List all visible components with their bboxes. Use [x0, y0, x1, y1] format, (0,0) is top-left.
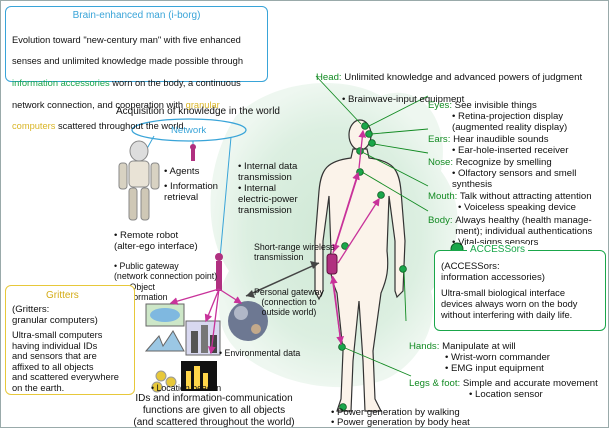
accessors-description: Ultra-small biological interface devices… [441, 288, 577, 320]
iborg-line2: senses and unlimited knowledge made poss… [12, 56, 243, 66]
iborg-link-accessories: information accessories [12, 78, 110, 88]
accessors-title: ACCESSors [467, 244, 528, 256]
gritters-description: Ultra-small computers having individual … [12, 330, 119, 394]
iborg-line5-rest: scattered throughout the world. [55, 121, 186, 131]
internal-power-label: • Internal electric-power transmission [238, 183, 298, 216]
iborg-line3-rest: worn on the body, a continuous [110, 78, 241, 88]
internal-data-label: • Internal data transmission [238, 161, 297, 183]
agent-antenna-icon [190, 144, 196, 161]
iborg-link-computers: computers [12, 121, 55, 131]
ids-functions-label: IDs and information-communication functi… [119, 393, 309, 428]
iborg-line1: Evolution toward "new-century man" with … [12, 35, 241, 45]
public-gateway-label: • Public gateway (network connection poi… [114, 261, 217, 281]
gritters-subtitle: (Gritters: granular computers) [12, 304, 98, 326]
gritters-box: Gritters (Gritters: granular computers) … [5, 285, 135, 395]
legs-label: Legs & foot: Simple and accurate movemen… [409, 367, 598, 411]
power-bodyheat-label: • Power generation by body heat [331, 417, 470, 428]
remote-robot-icon [119, 141, 159, 220]
gritters-title: Gritters [46, 290, 79, 302]
iborg-title: Brain-enhanced man (i-borg) [6, 10, 267, 22]
short-range-label: Short-range wireless transmission [254, 242, 335, 262]
accessors-box: ACCESSors (ACCESSors: information access… [434, 250, 606, 331]
environmental-data-label: • Environmental data [219, 348, 300, 359]
iborg-box: Brain-enhanced man (i-borg) Evolution to… [5, 6, 268, 82]
acquisition-label: Acquisition of knowledge in the world [116, 106, 280, 117]
info-retrieval-label: • Information retrieval [164, 181, 218, 203]
accessors-subtitle: (ACCESSors: information accessories) [441, 261, 545, 283]
network-label: Network [171, 125, 206, 136]
personal-gateway-label: Personal gateway (connection to outside … [254, 287, 324, 317]
agents-label: • Agents [164, 166, 199, 177]
remote-robot-label: • Remote robot (alter-ego interface) [114, 230, 198, 252]
